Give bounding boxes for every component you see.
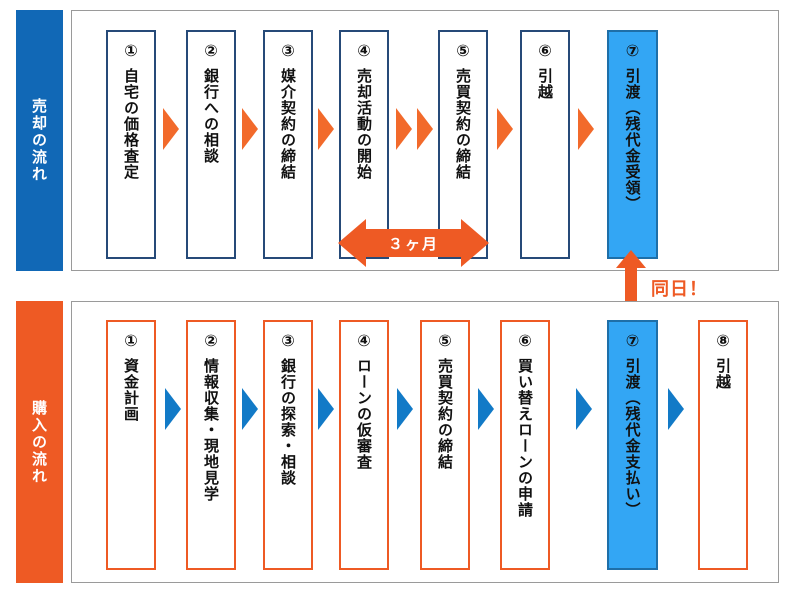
duration-label: ３ヶ月 <box>387 234 439 253</box>
sell-arrow-icon <box>163 108 179 150</box>
buy-step-number: ⑦ <box>625 331 640 350</box>
buy-step-number: ① <box>124 331 138 350</box>
sell-arrow-icon <box>417 108 433 150</box>
double-arrow-icon <box>338 219 489 267</box>
sell-arrow-icon <box>242 108 258 150</box>
sell-step-number: ② <box>204 41 218 60</box>
buy-flow-band: 購入の流れ <box>16 301 63 583</box>
buy-flow-band-label: 購入の流れ <box>30 399 48 485</box>
buy-arrow-icon <box>318 388 334 430</box>
buy-step-2: ② 情報収集・現地見学 <box>186 320 236 570</box>
sell-step-label: 銀行への相談 <box>202 68 220 164</box>
sell-flow-band: 売却の流れ <box>16 10 63 271</box>
sell-step-label: 媒介契約の締結 <box>279 68 297 180</box>
sell-step-2: ② 銀行への相談 <box>186 30 236 259</box>
buy-step-number: ⑧ <box>716 331 730 350</box>
buy-step-7: ⑦ 引渡（残代金支払い） <box>607 320 658 570</box>
buy-step-8: ⑧ 引越 <box>698 320 748 570</box>
sell-step-label: 売買契約の締結 <box>454 68 472 180</box>
sell-arrow-icon <box>497 108 513 150</box>
same-day-label: 同日！ <box>651 279 708 300</box>
duration-double-arrow: ３ヶ月 <box>338 219 489 267</box>
sell-step-1: ① 自宅の価格査定 <box>106 30 156 259</box>
sell-step-number: ⑥ <box>538 41 552 60</box>
sell-step-number: ① <box>124 41 138 60</box>
buy-step-label: 引越 <box>714 358 732 390</box>
buy-step-label: 情報収集・現地見学 <box>202 358 220 502</box>
buy-arrow-icon <box>576 388 592 430</box>
buy-step-3: ③ 銀行の探索・相談 <box>263 320 313 570</box>
buy-step-label: 銀行の探索・相談 <box>279 358 297 486</box>
buy-step-label: 引渡（残代金支払い） <box>623 358 642 518</box>
buy-step-number: ③ <box>281 331 295 350</box>
buy-arrow-icon <box>397 388 413 430</box>
sell-step-label: 自宅の価格査定 <box>122 68 140 180</box>
vertical-double-arrow-icon <box>616 250 646 326</box>
sell-step-number: ⑦ <box>625 41 640 60</box>
sell-step-label: 引越 <box>536 68 554 100</box>
same-day-double-arrow <box>616 250 646 326</box>
buy-step-4: ④ ローンの仮審査 <box>339 320 389 570</box>
buy-arrow-icon <box>165 388 181 430</box>
buy-arrow-icon <box>668 388 684 430</box>
sell-flow-band-label: 売却の流れ <box>30 98 48 183</box>
sell-arrow-icon <box>318 108 334 150</box>
buy-arrow-icon <box>478 388 494 430</box>
sell-step-label: 売却活動の開始 <box>355 68 373 180</box>
sell-step-3: ③ 媒介契約の締結 <box>263 30 313 259</box>
buy-step-label: 売買契約の締結 <box>436 358 454 470</box>
sell-step-number: ⑤ <box>456 41 470 60</box>
sell-arrow-icon <box>578 108 594 150</box>
sell-step-7: ⑦ 引渡（残代金受領） <box>607 30 658 259</box>
sell-step-6: ⑥ 引越 <box>520 30 570 259</box>
buy-step-5: ⑤ 売買契約の締結 <box>420 320 470 570</box>
sell-step-label: 引渡（残代金受領） <box>623 68 642 212</box>
buy-step-number: ⑥ <box>518 331 532 350</box>
buy-step-number: ④ <box>357 331 371 350</box>
buy-step-label: 資金計画 <box>122 358 140 422</box>
buy-step-label: ローンの仮審査 <box>355 358 373 470</box>
sell-arrow-icon <box>396 108 412 150</box>
buy-step-label: 買い替えローンの申請 <box>516 358 534 518</box>
buy-step-number: ② <box>204 331 218 350</box>
sell-step-number: ③ <box>281 41 295 60</box>
buy-step-6: ⑥ 買い替えローンの申請 <box>500 320 550 570</box>
sell-step-number: ④ <box>357 41 371 60</box>
buy-step-1: ① 資金計画 <box>106 320 156 570</box>
buy-step-number: ⑤ <box>438 331 452 350</box>
buy-arrow-icon <box>242 388 258 430</box>
